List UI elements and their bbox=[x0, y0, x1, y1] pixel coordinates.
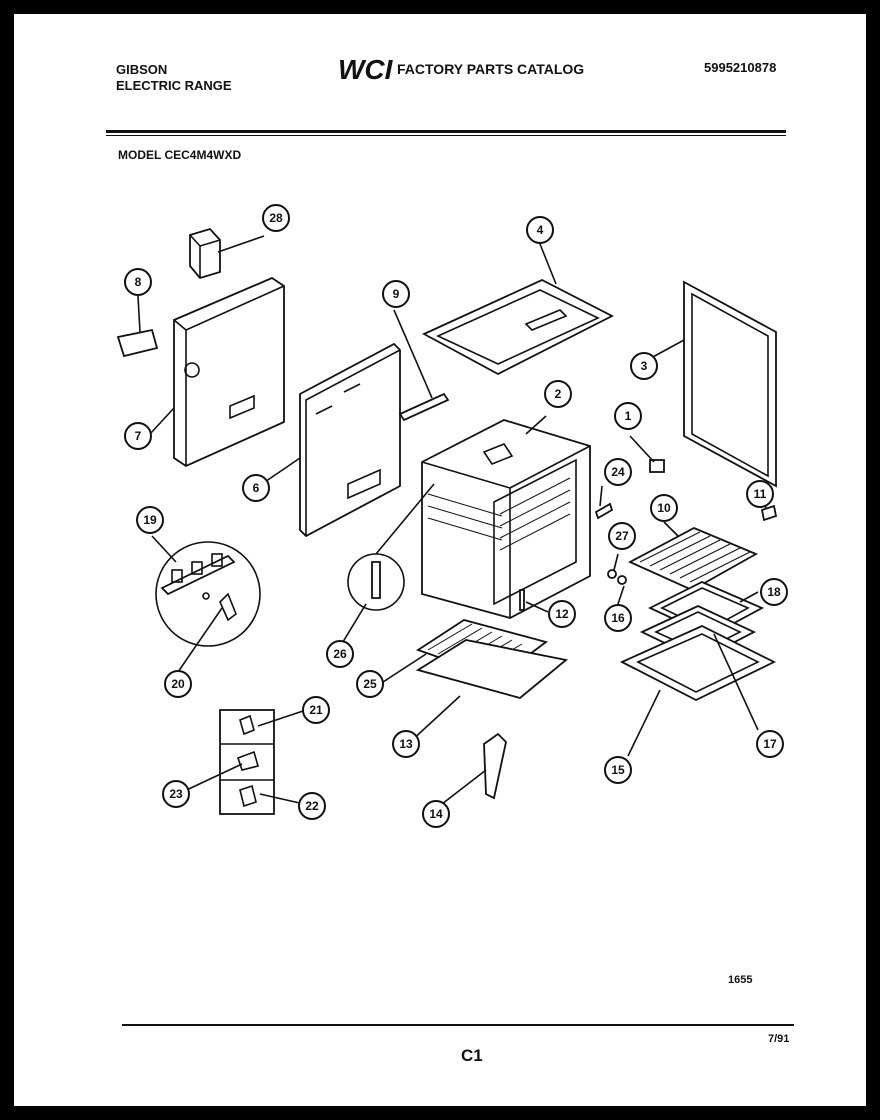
svg-text:25: 25 bbox=[363, 677, 377, 691]
brand-name: GIBSON bbox=[116, 62, 168, 77]
svg-text:8: 8 bbox=[135, 275, 142, 289]
part-16-bolt bbox=[617, 575, 627, 585]
callout-27: 27 bbox=[608, 522, 636, 550]
callout-17: 17 bbox=[756, 730, 784, 758]
callout-26: 26 bbox=[326, 640, 354, 668]
header-rule-thin bbox=[106, 135, 786, 136]
callout-3: 3 bbox=[630, 352, 658, 380]
exploded-parts-diagram: 28 8 7 9 6 4 3 2 1 24 11 10 27 16 18 17 … bbox=[116, 204, 788, 828]
callout-12: 12 bbox=[548, 600, 576, 628]
svg-text:18: 18 bbox=[767, 585, 781, 599]
callout-19: 19 bbox=[136, 506, 164, 534]
part-4-top-panel bbox=[421, 278, 614, 376]
part-11-screw bbox=[760, 504, 778, 522]
figure-reference: 1655 bbox=[728, 974, 753, 986]
callout-11: 11 bbox=[746, 480, 774, 508]
svg-text:1: 1 bbox=[625, 409, 632, 423]
svg-text:4: 4 bbox=[537, 223, 544, 237]
part-24-pin bbox=[594, 502, 614, 520]
callout-4: 4 bbox=[526, 216, 554, 244]
svg-text:3: 3 bbox=[641, 359, 648, 373]
page-identifier: C1 bbox=[461, 1046, 483, 1065]
callout-24: 24 bbox=[604, 458, 632, 486]
svg-text:24: 24 bbox=[611, 465, 625, 479]
catalog-date: 7/91 bbox=[768, 1033, 790, 1045]
svg-text:15: 15 bbox=[611, 763, 625, 777]
callout-28: 28 bbox=[262, 204, 290, 232]
part-6-back-panel bbox=[299, 342, 401, 538]
svg-text:17: 17 bbox=[763, 737, 777, 751]
product-type: ELECTRIC RANGE bbox=[116, 78, 232, 93]
part-13-drawer bbox=[415, 639, 569, 699]
svg-text:22: 22 bbox=[305, 799, 319, 813]
callout-25: 25 bbox=[356, 670, 384, 698]
svg-text:11: 11 bbox=[754, 487, 767, 501]
part-19-20-detail bbox=[155, 541, 261, 647]
part-3-door-frame bbox=[683, 280, 777, 488]
svg-text:21: 21 bbox=[309, 703, 323, 717]
svg-text:28: 28 bbox=[269, 211, 283, 225]
part-15-drawer-frame bbox=[619, 625, 777, 702]
part-12-pin bbox=[519, 589, 525, 611]
catalog-sheet: GIBSON ELECTRIC RANGE WCI FACTORY PARTS … bbox=[14, 14, 866, 1106]
callout-16: 16 bbox=[604, 604, 632, 632]
svg-text:23: 23 bbox=[169, 787, 183, 801]
leader-lines bbox=[137, 235, 767, 805]
svg-text:6: 6 bbox=[253, 481, 260, 495]
part-10-oven-rack bbox=[627, 527, 759, 592]
callout-7: 7 bbox=[124, 422, 152, 450]
header-rule bbox=[106, 130, 786, 133]
svg-text:10: 10 bbox=[657, 501, 671, 515]
callout-10: 10 bbox=[650, 494, 678, 522]
callout-13: 13 bbox=[392, 730, 420, 758]
svg-text:26: 26 bbox=[333, 647, 347, 661]
svg-text:2: 2 bbox=[555, 387, 562, 401]
callout-22: 22 bbox=[298, 792, 326, 820]
part-28-bracket bbox=[189, 227, 221, 280]
svg-text:27: 27 bbox=[615, 529, 629, 543]
callout-8: 8 bbox=[124, 268, 152, 296]
wci-logo-text: WCI bbox=[338, 54, 394, 84]
svg-text:7: 7 bbox=[135, 429, 142, 443]
footer-rule bbox=[122, 1024, 794, 1026]
part-26-detail bbox=[347, 483, 435, 611]
part-2-oven-body bbox=[421, 419, 591, 619]
part-1-clip bbox=[649, 459, 665, 473]
part-number: 5995210878 bbox=[704, 60, 777, 75]
callout-20: 20 bbox=[164, 670, 192, 698]
part-27-nut bbox=[607, 569, 617, 579]
callout-14: 14 bbox=[422, 800, 450, 828]
part-21-22-23-group bbox=[219, 709, 275, 815]
callout-6: 6 bbox=[242, 474, 270, 502]
wci-logo: WCI bbox=[338, 54, 394, 84]
svg-text:20: 20 bbox=[171, 677, 185, 691]
part-14-leveler bbox=[483, 732, 507, 800]
svg-text:14: 14 bbox=[429, 807, 443, 821]
svg-text:19: 19 bbox=[143, 513, 157, 527]
svg-text:12: 12 bbox=[555, 607, 569, 621]
callout-15: 15 bbox=[604, 756, 632, 784]
callout-1: 1 bbox=[614, 402, 642, 430]
part-8-plate bbox=[116, 328, 159, 358]
callout-23: 23 bbox=[162, 780, 190, 808]
callout-9: 9 bbox=[382, 280, 410, 308]
model-number: MODEL CEC4M4WXD bbox=[118, 148, 242, 162]
svg-text:16: 16 bbox=[611, 611, 625, 625]
svg-text:13: 13 bbox=[399, 737, 413, 751]
part-7-side-panel bbox=[173, 276, 285, 468]
callout-18: 18 bbox=[760, 578, 788, 606]
part-9-strip bbox=[398, 392, 450, 422]
callout-21: 21 bbox=[302, 696, 330, 724]
catalog-title: FACTORY PARTS CATALOG bbox=[397, 61, 585, 77]
callout-2: 2 bbox=[544, 380, 572, 408]
svg-text:9: 9 bbox=[393, 287, 400, 301]
